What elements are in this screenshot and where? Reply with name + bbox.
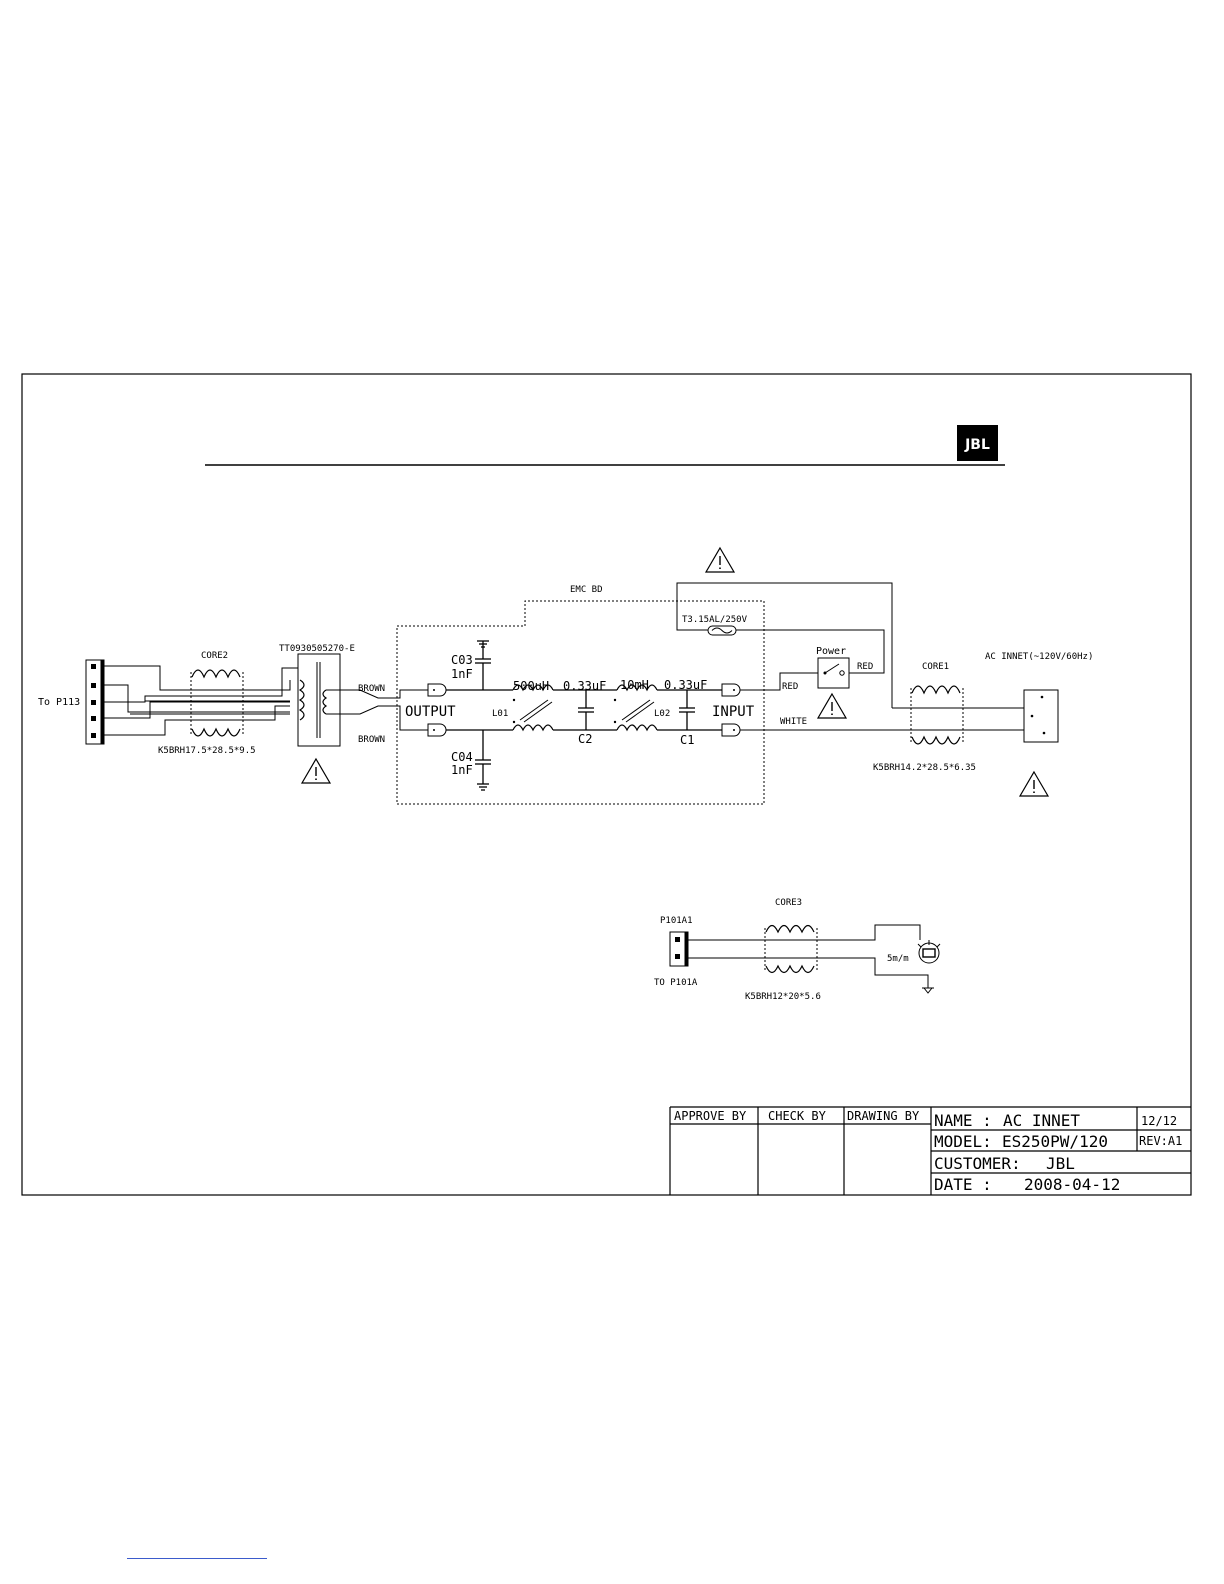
capacitor-c04 [475,730,491,791]
warning-icon [705,547,735,573]
brown-wires [340,689,428,731]
red-white-wires [740,672,1024,731]
power-switch [817,657,850,689]
title-name-label: NAME : [934,1111,992,1130]
title-block [669,1106,1191,1195]
title-approve-by: APPROVE BY [674,1109,747,1123]
label-l02: L02 [654,709,670,719]
label-emc-board: EMC BD [570,585,603,595]
fuse [707,625,737,636]
label-input: INPUT [712,704,755,720]
label-white-input: WHITE [780,717,807,727]
label-l01-value: 500uH [513,679,549,693]
label-core2-part: K5BRH17.5*28.5*9.5 [158,746,256,756]
label-c03: C03 [451,653,473,667]
label-l01: L01 [492,709,508,719]
title-date-value: 2008-04-12 [1024,1175,1120,1194]
title-customer-value: JBL [1046,1154,1075,1173]
label-red-switch: RED [857,662,873,672]
fuse-loop [676,582,893,708]
label-c2-value: 0.33uF [563,679,606,693]
ac-inlet [1023,689,1059,743]
emc-board-outline [396,600,765,805]
title-name-value: AC INNET [1003,1111,1080,1130]
label-core1: CORE1 [922,662,949,672]
label-to-p101a: TO P101A [654,978,698,988]
label-c2: C2 [578,732,592,746]
output-connector [427,683,447,737]
capacitor-c03 [475,640,491,690]
drawing-frame [21,373,1192,1196]
title-drawing-by: DRAWING BY [847,1109,920,1123]
label-l02-value: 10mH [620,678,649,692]
label-c1-value: 0.33uF [664,678,707,692]
label-red-input: RED [782,682,798,692]
label-brown-top: BROWN [358,684,385,694]
label-core3-part: K5BRH12*20*5.6 [745,992,821,1002]
label-c04-value: 1nF [451,763,473,777]
label-transformer: TT0930505270-E [279,644,355,654]
label-cable-length: 5m/m [887,954,909,964]
jbl-logo: JBL [957,425,998,461]
capacitor-c1 [679,690,695,730]
label-output: OUTPUT [405,704,456,720]
warning-icon [817,693,847,719]
title-check-by: CHECK BY [768,1109,827,1123]
emc-bus [446,689,722,731]
title-customer-label: CUSTOMER: [934,1154,1021,1173]
label-p101a1: P101A1 [660,916,693,926]
choke-l01 [512,684,554,732]
label-power-switch: Power [816,646,846,657]
label-ac-inlet: AC INNET(~120V/60Hz) [985,652,1093,662]
label-core3: CORE3 [775,898,802,908]
transformer [297,653,341,747]
label-core1-part: K5BRH14.2*28.5*6.35 [873,763,976,773]
svg-text:JBL: JBL [964,437,990,453]
warning-icon [1019,771,1049,797]
input-connector [721,683,741,737]
label-to-p113: To P113 [38,697,80,708]
choke-l02 [613,684,658,732]
title-model-value: ES250PW/120 [1002,1132,1108,1151]
core3-ferrite [764,924,818,974]
label-core2: CORE2 [201,651,228,661]
label-brown-bottom: BROWN [358,735,385,745]
footer-link-underline [127,1558,267,1559]
warning-icon [301,758,331,784]
connector-p101a1 [669,931,689,967]
core3-wiring [688,924,934,994]
title-sheet: 12/12 [1141,1114,1177,1128]
capacitor-c2 [578,690,594,730]
led-indicator [917,940,941,964]
label-c04: C04 [451,750,473,764]
title-rev: REV:A1 [1139,1134,1182,1148]
title-date-label: DATE : [934,1175,992,1194]
p113-wiring [104,665,298,736]
label-c1: C1 [680,733,694,747]
core1-ferrite [910,685,964,745]
label-fuse: T3.15AL/250V [682,615,748,625]
label-c03-value: 1nF [451,667,473,681]
title-model-label: MODEL: [934,1132,992,1151]
connector-p113 [85,659,105,745]
core2-ferrite [190,669,244,737]
